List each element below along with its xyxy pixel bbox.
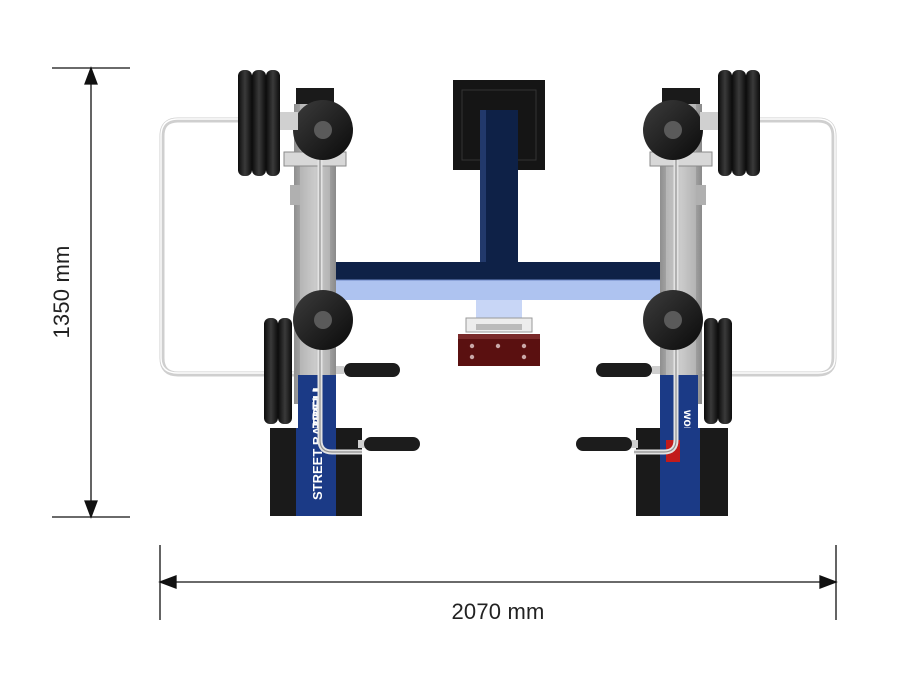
handles [336,363,660,451]
weight-plates [238,70,760,424]
horizontal-beam [336,262,662,280]
left-upper-handle [336,363,400,377]
right-lower-handle [576,437,638,451]
right-bottom-plate-stack [704,318,732,424]
horizontal-beam-underside [336,280,662,300]
right-top-plate-stack [700,70,760,176]
right-upper-handle [596,363,660,377]
guard-rails [159,117,837,377]
height-dimension [52,66,130,519]
right-column: workout [634,88,728,516]
left-lower-handle [358,437,420,451]
plate-holder [458,334,540,366]
width-dimension-label: 2070 mm [451,599,545,624]
left-bottom-plate-stack [264,318,292,424]
height-dimension-label: 1350 mm [49,245,74,339]
left-column: STREET BARBELL STREET BARBELL [270,88,362,516]
width-dimension [158,545,838,620]
left-top-plate-stack [238,70,298,176]
center-frame [336,80,662,366]
center-vertical-beam [480,110,518,270]
